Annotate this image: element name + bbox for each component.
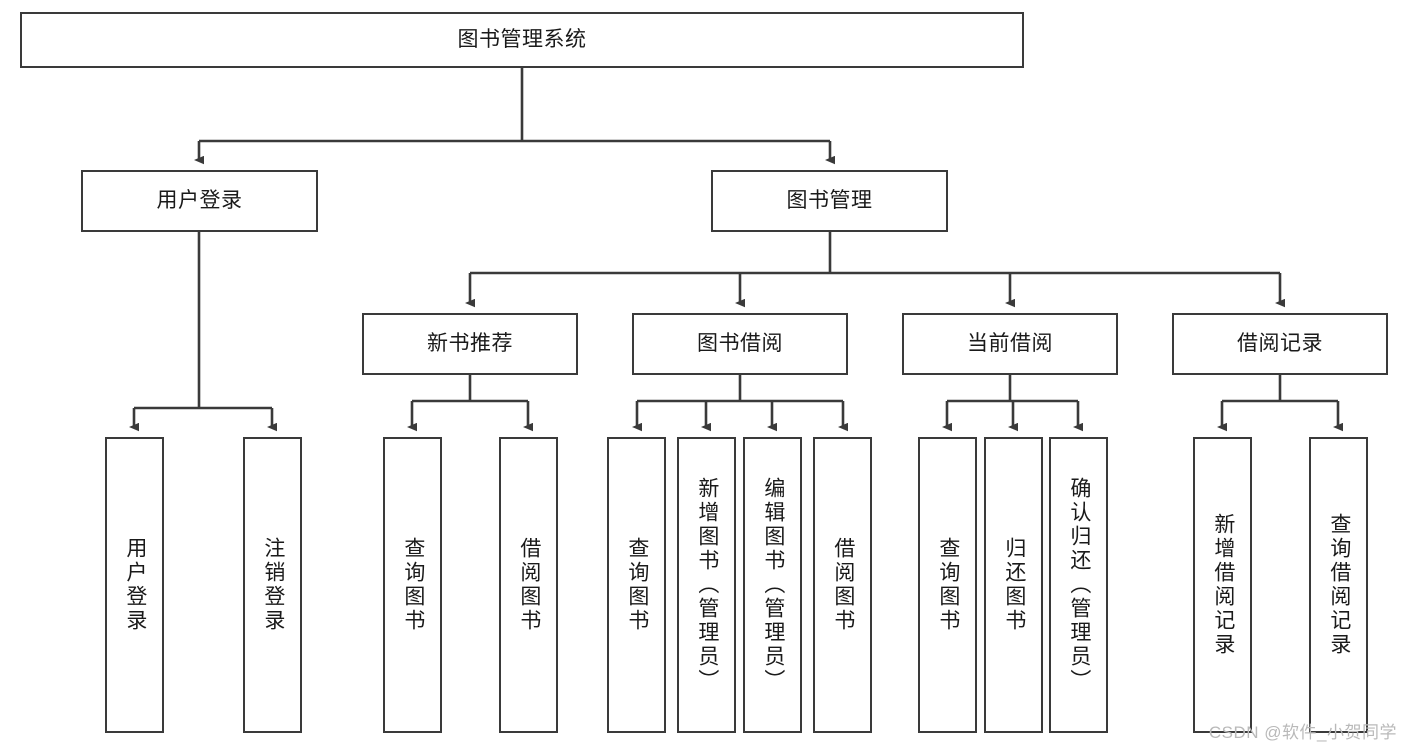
node-book-management-label: 图书管理 [786, 189, 873, 213]
node-leaf-label: 查询图书 [401, 537, 425, 633]
node-user-login[interactable]: 用户登录 [81, 170, 318, 232]
node-leaf-query-book-newbook[interactable]: 查询图书 [383, 437, 442, 733]
node-new-book-recommend[interactable]: 新书推荐 [362, 313, 578, 375]
node-borrow-records-label: 借阅记录 [1237, 332, 1323, 356]
node-leaf-confirm-return-admin[interactable]: 确认归还（管理员） [1049, 437, 1108, 733]
node-leaf-label: 用户登录 [123, 537, 147, 633]
node-leaf-label: 查询图书 [936, 537, 960, 633]
node-leaf-label: 查询借阅记录 [1327, 513, 1351, 657]
node-leaf-borrow-book-newbook[interactable]: 借阅图书 [499, 437, 558, 733]
node-leaf-borrow-book[interactable]: 借阅图书 [813, 437, 872, 733]
node-borrow-records[interactable]: 借阅记录 [1172, 313, 1388, 375]
node-leaf-return-book[interactable]: 归还图书 [984, 437, 1043, 733]
node-user-login-label: 用户登录 [156, 189, 243, 213]
node-leaf-user-login[interactable]: 用户登录 [105, 437, 164, 733]
node-leaf-edit-book-admin[interactable]: 编辑图书（管理员） [743, 437, 802, 733]
node-leaf-label: 编辑图书（管理员） [761, 477, 785, 693]
node-leaf-query-book-borrow[interactable]: 查询图书 [607, 437, 666, 733]
node-leaf-logout[interactable]: 注销登录 [243, 437, 302, 733]
node-leaf-query-borrow-record[interactable]: 查询借阅记录 [1309, 437, 1368, 733]
node-leaf-label: 新增借阅记录 [1211, 513, 1235, 657]
node-book-borrow[interactable]: 图书借阅 [632, 313, 848, 375]
node-book-borrow-label: 图书借阅 [697, 332, 783, 356]
node-leaf-add-borrow-record[interactable]: 新增借阅记录 [1193, 437, 1252, 733]
node-leaf-label: 注销登录 [261, 537, 285, 633]
node-new-book-recommend-label: 新书推荐 [427, 332, 513, 356]
node-leaf-add-book-admin[interactable]: 新增图书（管理员） [677, 437, 736, 733]
node-current-borrow-label: 当前借阅 [967, 332, 1053, 356]
csdn-watermark: CSDN @软件_小贺同学 [1208, 723, 1397, 742]
node-leaf-label: 确认归还（管理员） [1067, 477, 1091, 693]
node-root-label: 图书管理系统 [457, 28, 587, 52]
node-leaf-label: 查询图书 [625, 537, 649, 633]
node-leaf-query-book-current[interactable]: 查询图书 [918, 437, 977, 733]
node-book-management[interactable]: 图书管理 [711, 170, 948, 232]
node-leaf-label: 新增图书（管理员） [695, 477, 719, 693]
node-leaf-label: 借阅图书 [831, 537, 855, 633]
node-current-borrow[interactable]: 当前借阅 [902, 313, 1118, 375]
node-leaf-label: 归还图书 [1002, 537, 1026, 633]
node-leaf-label: 借阅图书 [517, 537, 541, 633]
node-root-library-system[interactable]: 图书管理系统 [20, 12, 1024, 68]
